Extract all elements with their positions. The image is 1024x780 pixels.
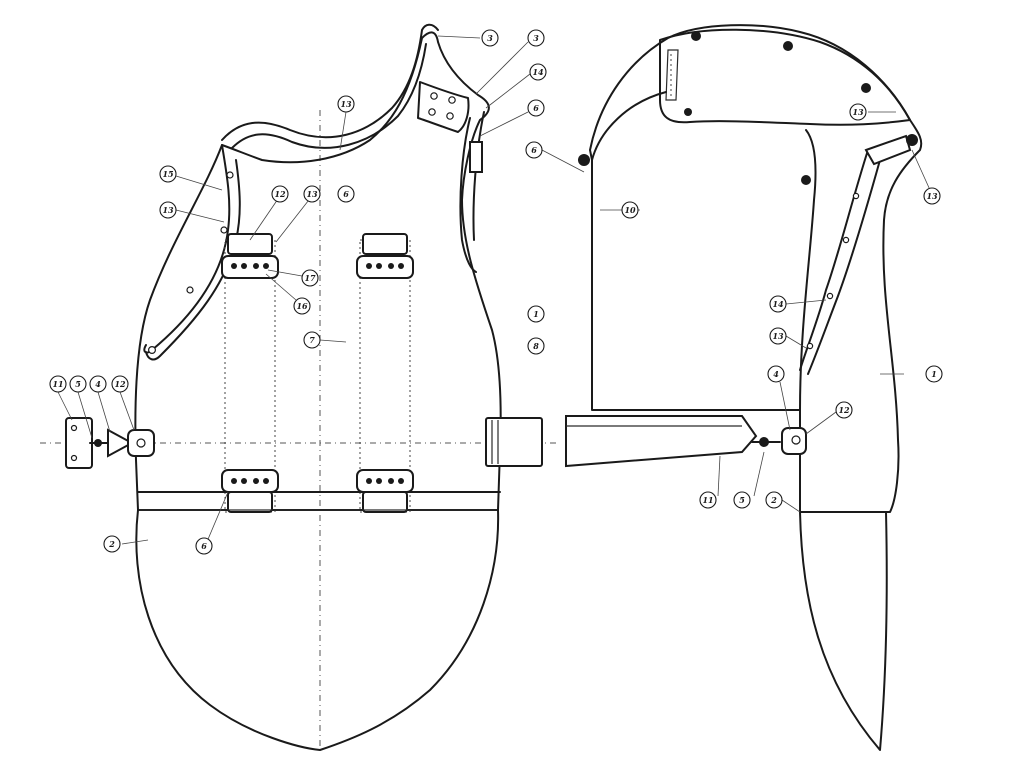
svg-text:10: 10 bbox=[624, 205, 636, 215]
callout-2: 2 bbox=[103, 535, 121, 553]
side-tasset bbox=[799, 511, 888, 751]
leader-lines bbox=[57, 35, 931, 545]
front-view bbox=[40, 23, 560, 751]
right-strap-end bbox=[485, 417, 543, 467]
svg-text:1: 1 bbox=[533, 309, 539, 319]
tasset bbox=[135, 509, 500, 751]
svg-text:11: 11 bbox=[702, 495, 713, 505]
callout-13: 13 bbox=[303, 185, 321, 203]
neck-rim bbox=[221, 23, 439, 141]
svg-text:3: 3 bbox=[487, 33, 493, 43]
callout-16: 16 bbox=[293, 297, 311, 315]
strap-guide-left bbox=[221, 233, 279, 513]
strap-guide-right bbox=[356, 233, 414, 513]
callout-13: 13 bbox=[849, 103, 867, 121]
svg-text:6: 6 bbox=[201, 541, 207, 551]
svg-text:8: 8 bbox=[533, 341, 539, 351]
callout-3: 3 bbox=[527, 29, 545, 47]
callout-6: 6 bbox=[337, 185, 355, 203]
callout-14: 14 bbox=[529, 63, 547, 81]
callout-6: 6 bbox=[525, 141, 543, 159]
callout-14: 14 bbox=[769, 295, 787, 313]
side-view bbox=[565, 24, 923, 751]
callout-13: 13 bbox=[769, 327, 787, 345]
breastplate bbox=[134, 31, 502, 511]
callout-8: 8 bbox=[527, 337, 545, 355]
svg-text:6: 6 bbox=[533, 103, 539, 113]
svg-text:5: 5 bbox=[75, 379, 81, 389]
svg-text:5: 5 bbox=[739, 495, 745, 505]
callout-4: 4 bbox=[767, 365, 785, 383]
svg-text:13: 13 bbox=[926, 191, 938, 201]
callout-2: 2 bbox=[765, 491, 783, 509]
callout-12: 12 bbox=[835, 401, 853, 419]
svg-text:13: 13 bbox=[772, 331, 784, 341]
svg-text:4: 4 bbox=[773, 369, 779, 379]
svg-text:12: 12 bbox=[274, 189, 286, 199]
callout-13: 13 bbox=[337, 95, 355, 113]
svg-text:17: 17 bbox=[304, 273, 316, 283]
left-arm-rim bbox=[143, 144, 231, 354]
svg-text:14: 14 bbox=[772, 299, 784, 309]
svg-text:13: 13 bbox=[306, 189, 318, 199]
svg-text:7: 7 bbox=[309, 335, 315, 345]
svg-text:1: 1 bbox=[931, 369, 937, 379]
left-buckle bbox=[65, 417, 155, 469]
callout-11: 11 bbox=[699, 491, 717, 509]
svg-text:14: 14 bbox=[532, 67, 544, 77]
callout-10: 10 bbox=[621, 201, 639, 219]
callout-5: 5 bbox=[733, 491, 751, 509]
side-arm-strip bbox=[799, 149, 869, 371]
callout-17: 17 bbox=[301, 269, 319, 287]
callout-6: 6 bbox=[527, 99, 545, 117]
svg-text:2: 2 bbox=[108, 539, 115, 549]
svg-text:6: 6 bbox=[531, 145, 537, 155]
callouts: 3 3 14 6 13 15 13 12 13 6 17 16 7 1 8 11… bbox=[49, 29, 943, 555]
callout-5: 5 bbox=[69, 375, 87, 393]
callout-13: 13 bbox=[159, 201, 177, 219]
svg-text:11: 11 bbox=[52, 379, 63, 389]
callout-12: 12 bbox=[271, 185, 289, 203]
callout-4: 4 bbox=[89, 375, 107, 393]
shoulder-cap bbox=[659, 28, 911, 126]
callout-6: 6 bbox=[195, 537, 213, 555]
svg-text:13: 13 bbox=[852, 107, 864, 117]
svg-text:12: 12 bbox=[114, 379, 126, 389]
side-strap bbox=[565, 415, 807, 468]
callout-12: 12 bbox=[111, 375, 129, 393]
callout-13: 13 bbox=[923, 187, 941, 205]
svg-text:3: 3 bbox=[533, 33, 539, 43]
svg-text:13: 13 bbox=[340, 99, 352, 109]
svg-text:16: 16 bbox=[296, 301, 308, 311]
svg-text:2: 2 bbox=[770, 495, 777, 505]
side-shell bbox=[589, 24, 923, 513]
callout-11: 11 bbox=[49, 375, 67, 393]
svg-text:15: 15 bbox=[162, 169, 174, 179]
shoulder-plate bbox=[417, 81, 470, 133]
callout-15: 15 bbox=[159, 165, 177, 183]
svg-text:12: 12 bbox=[838, 405, 850, 415]
svg-text:13: 13 bbox=[162, 205, 174, 215]
svg-text:6: 6 bbox=[343, 189, 349, 199]
callout-3: 3 bbox=[481, 29, 499, 47]
callout-7: 7 bbox=[303, 331, 321, 349]
callout-1: 1 bbox=[527, 305, 545, 323]
svg-text:4: 4 bbox=[95, 379, 101, 389]
callout-1: 1 bbox=[925, 365, 943, 383]
